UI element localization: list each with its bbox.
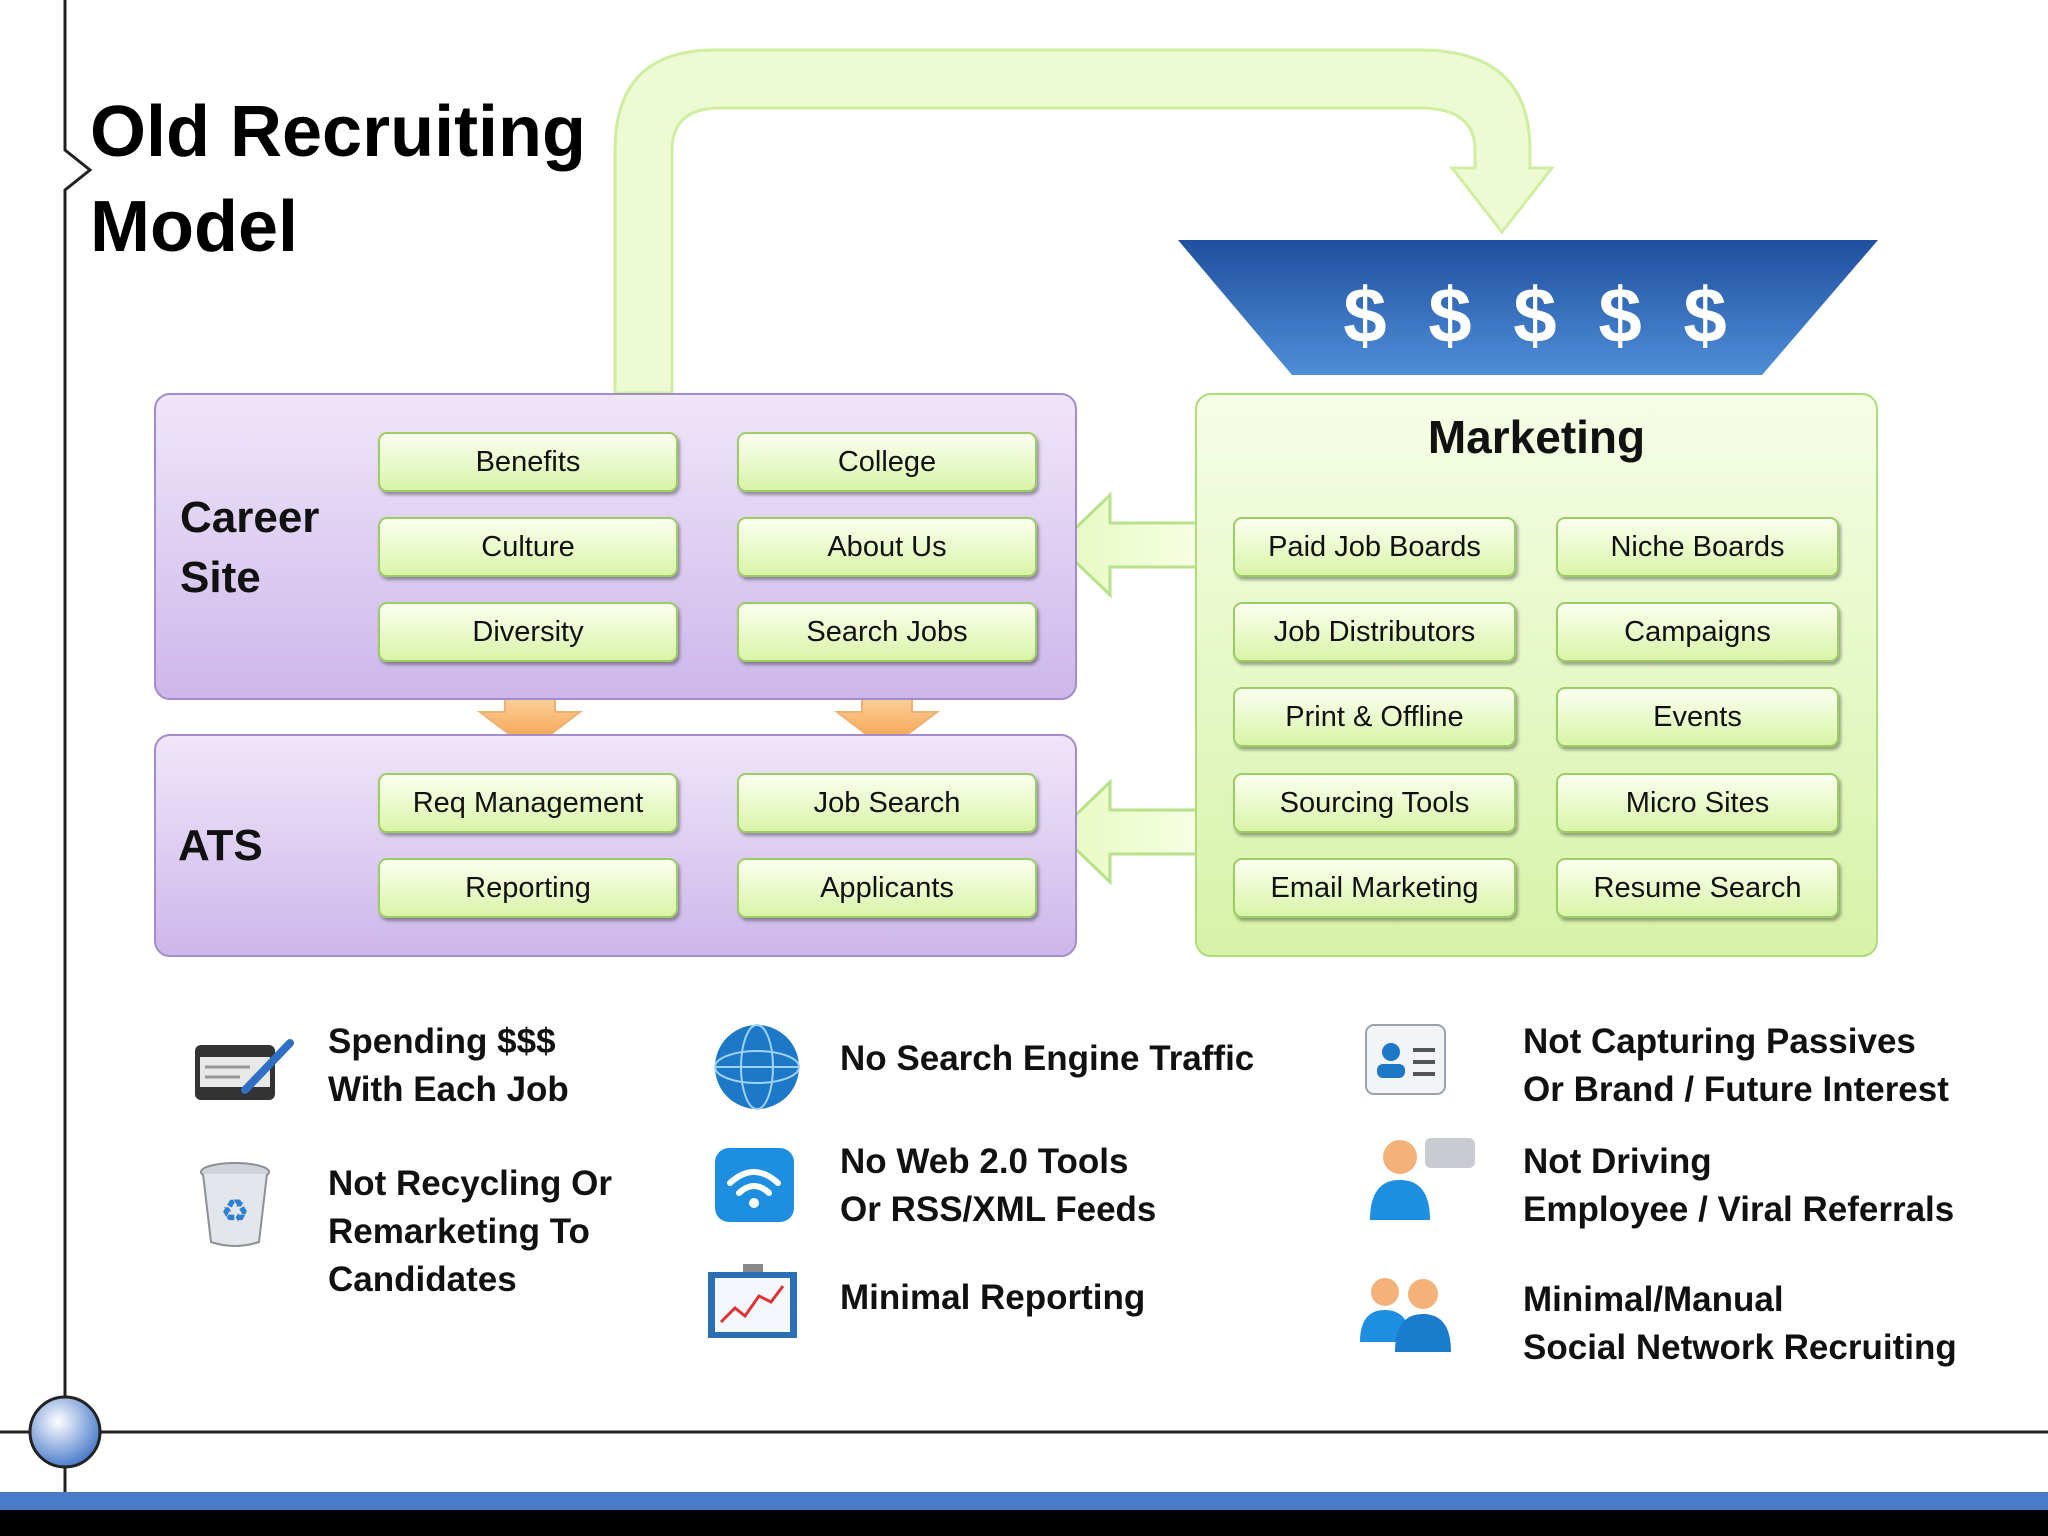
marketing-title: Marketing [1427,411,1646,463]
pill-micro-sites[interactable]: Micro Sites [1556,773,1839,833]
two-users-icon [1360,1278,1451,1352]
legend-web-tools: No Web 2.0 Tools Or RSS/XML Feeds [840,1142,1157,1229]
pill-benefits[interactable]: Benefits [378,432,678,492]
legend-recycling: Not Recycling Or Remarketing To Candidat… [328,1164,612,1299]
legend-spending: Spending $$$ With Each Job [328,1022,569,1109]
user-chat-icon [1370,1138,1475,1220]
pill-about-us[interactable]: About Us [737,517,1037,577]
legend-referrals: Not Driving Employee / Viral Referrals [1523,1142,1955,1229]
wifi-icon [715,1148,794,1222]
legend-search-engine: No Search Engine Traffic [840,1039,1255,1078]
arrow-to-career-site [1055,491,1214,599]
funnel-label: $ $ $ $ $ [1343,271,1737,359]
recycle-bin-icon: ♻ [200,1162,270,1247]
frame-circle [28,1395,102,1469]
money-funnel [1178,240,1878,375]
legend-social: Minimal/Manual Social Network Recruiting [1523,1280,1957,1367]
checkbook-pen-icon [195,1039,294,1100]
ats-panel [154,734,1077,957]
pill-events[interactable]: Events [1556,687,1839,747]
legend-reporting: Minimal Reporting [840,1278,1146,1317]
curved-arrow [613,48,1556,395]
chart-clipboard-icon [708,1264,797,1338]
pill-diversity[interactable]: Diversity [378,602,678,662]
slide-title-line-2: Model [90,187,298,267]
pill-job-search[interactable]: Job Search [737,773,1037,833]
career-site-label: Career Site [180,493,320,602]
svg-text:♻: ♻ [221,1192,250,1230]
legend-passives: Not Capturing Passives Or Brand / Future… [1523,1022,1949,1109]
arrow-to-ats [1055,778,1214,886]
slide-title-line-1: Old Recruiting [90,92,587,172]
pill-search-jobs[interactable]: Search Jobs [737,602,1037,662]
contact-card-icon [1365,1024,1446,1095]
pill-print-offline[interactable]: Print & Offline [1233,687,1516,747]
ats-label: ATS [178,821,263,870]
pill-resume-search[interactable]: Resume Search [1556,858,1839,918]
pill-niche-boards[interactable]: Niche Boards [1556,517,1839,577]
pill-applicants[interactable]: Applicants [737,858,1037,918]
pill-sourcing-tools[interactable]: Sourcing Tools [1233,773,1516,833]
pill-reporting[interactable]: Reporting [378,858,678,918]
pill-college[interactable]: College [737,432,1037,492]
pill-campaigns[interactable]: Campaigns [1556,602,1839,662]
pill-req-management[interactable]: Req Management [378,773,678,833]
frame-left-line [63,0,93,1415]
globe-icon [714,1024,800,1110]
pill-job-distributors[interactable]: Job Distributors [1233,602,1516,662]
slide-title: Old Recruiting Model [90,85,690,275]
pill-paid-job-boards[interactable]: Paid Job Boards [1233,517,1516,577]
pill-culture[interactable]: Culture [378,517,678,577]
pill-email-marketing[interactable]: Email Marketing [1233,858,1516,918]
